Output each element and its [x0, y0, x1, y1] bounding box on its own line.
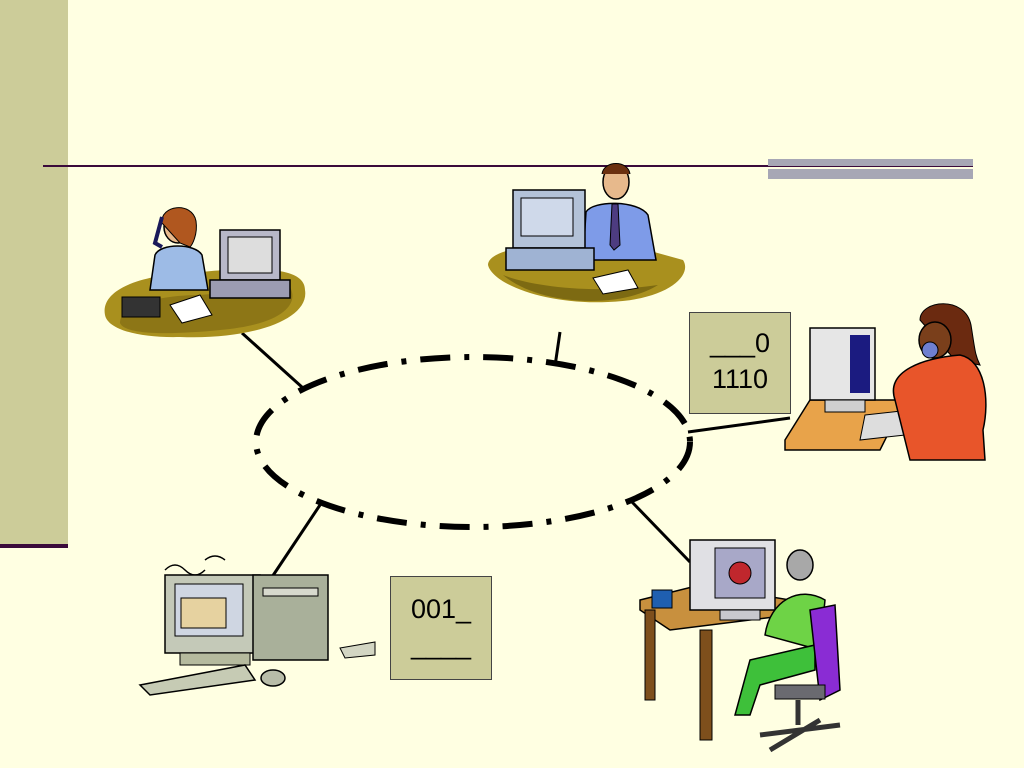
- desktop-computer-icon: [138, 555, 376, 696]
- connector-top: [553, 331, 562, 367]
- woman-on-phone-orange-workstation-icon: [784, 303, 987, 461]
- bit-box-bottom-line1: 001_: [410, 594, 472, 624]
- bit-box-right-line1: ___0: [709, 328, 771, 358]
- title-rule: [43, 165, 973, 167]
- bit-box-right: ___0 1110: [689, 312, 791, 414]
- bit-box-bottom-line2: ____: [410, 630, 472, 660]
- connector-bottom-left: [268, 504, 322, 581]
- token-ring: [253, 354, 693, 530]
- connector-right: [687, 416, 791, 434]
- bit-box-right-line2: 1110: [711, 364, 769, 394]
- man-at-desk-workstation-icon: [488, 163, 686, 303]
- slide-sidebar: [0, 0, 68, 544]
- title-accent-bar: [768, 159, 973, 179]
- sidebar-underline: [0, 544, 68, 548]
- bit-box-bottom: 001_ ____: [390, 576, 492, 680]
- connector-top-left: [240, 331, 305, 390]
- woman-at-computer-purple-chair-icon: [639, 539, 841, 753]
- woman-on-phone-workstation-icon: [104, 207, 306, 338]
- connector-bottom-right: [630, 500, 692, 564]
